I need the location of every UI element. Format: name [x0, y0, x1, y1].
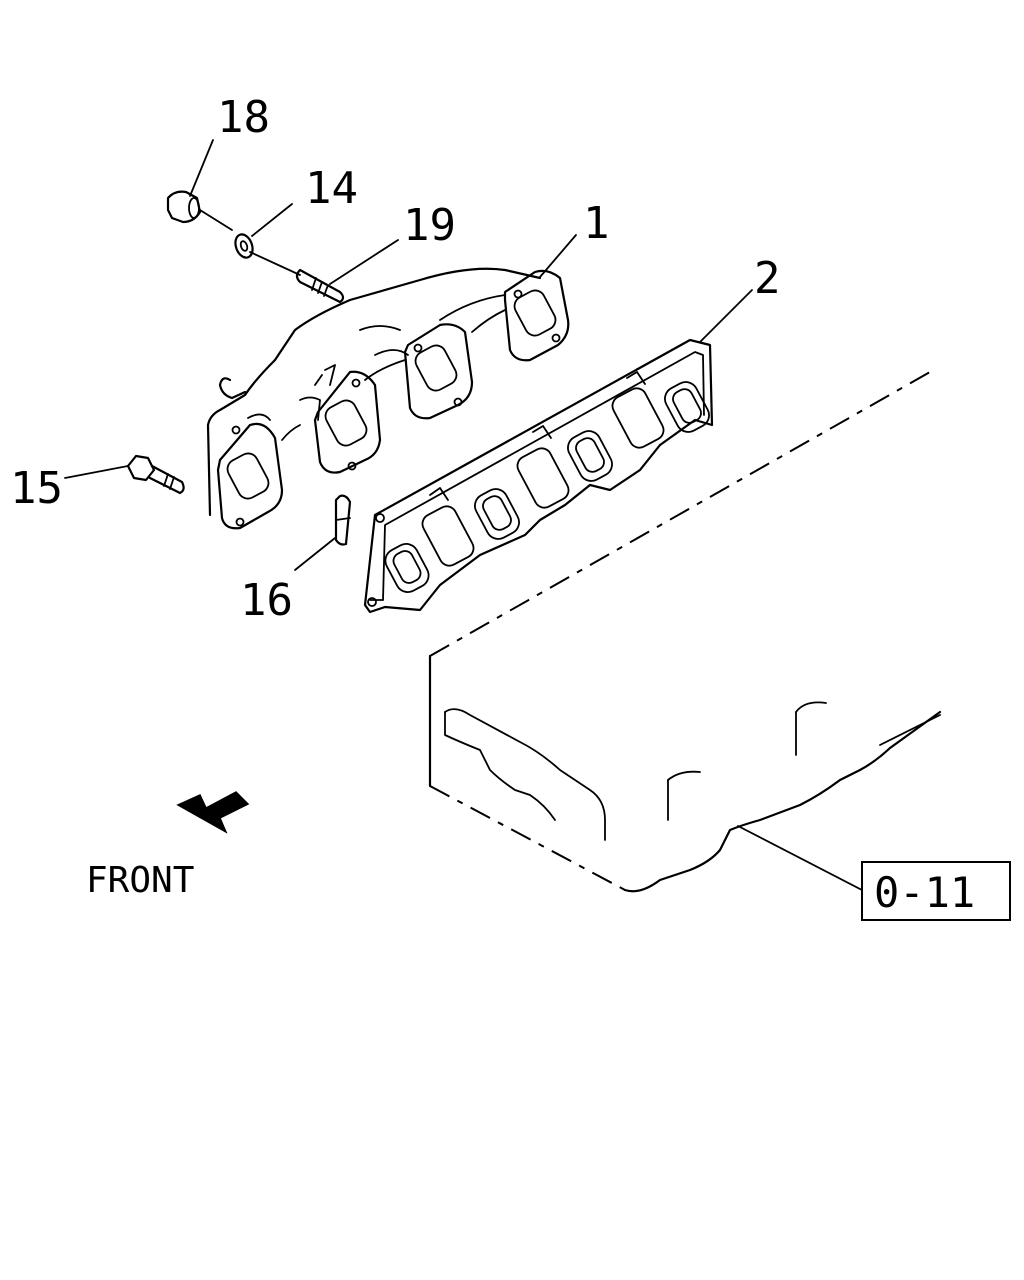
- dowel-part-16: [334, 494, 352, 546]
- callout-18: 18: [217, 92, 270, 143]
- stud-part-19: [295, 268, 345, 304]
- callout-15: 15: [10, 463, 63, 514]
- reference-box: 0-11: [861, 861, 1011, 921]
- cylinder-head: [428, 371, 942, 893]
- leader-lines: [64, 139, 863, 891]
- callout-19: 19: [403, 200, 456, 251]
- bolt-part-15: [126, 454, 185, 495]
- callout-2: 2: [754, 253, 781, 304]
- callout-14: 14: [305, 163, 358, 214]
- callout-16: 16: [240, 575, 293, 626]
- exhaust-gasket: [363, 338, 714, 614]
- exhaust-manifold: [206, 267, 570, 530]
- reference-box-label: 0-11: [874, 868, 975, 917]
- nut-part-18: [166, 190, 233, 231]
- washer-part-14: [234, 233, 301, 276]
- callout-1: 1: [583, 198, 610, 249]
- front-label: FRONT: [86, 860, 194, 901]
- front-arrow-icon: [176, 791, 250, 834]
